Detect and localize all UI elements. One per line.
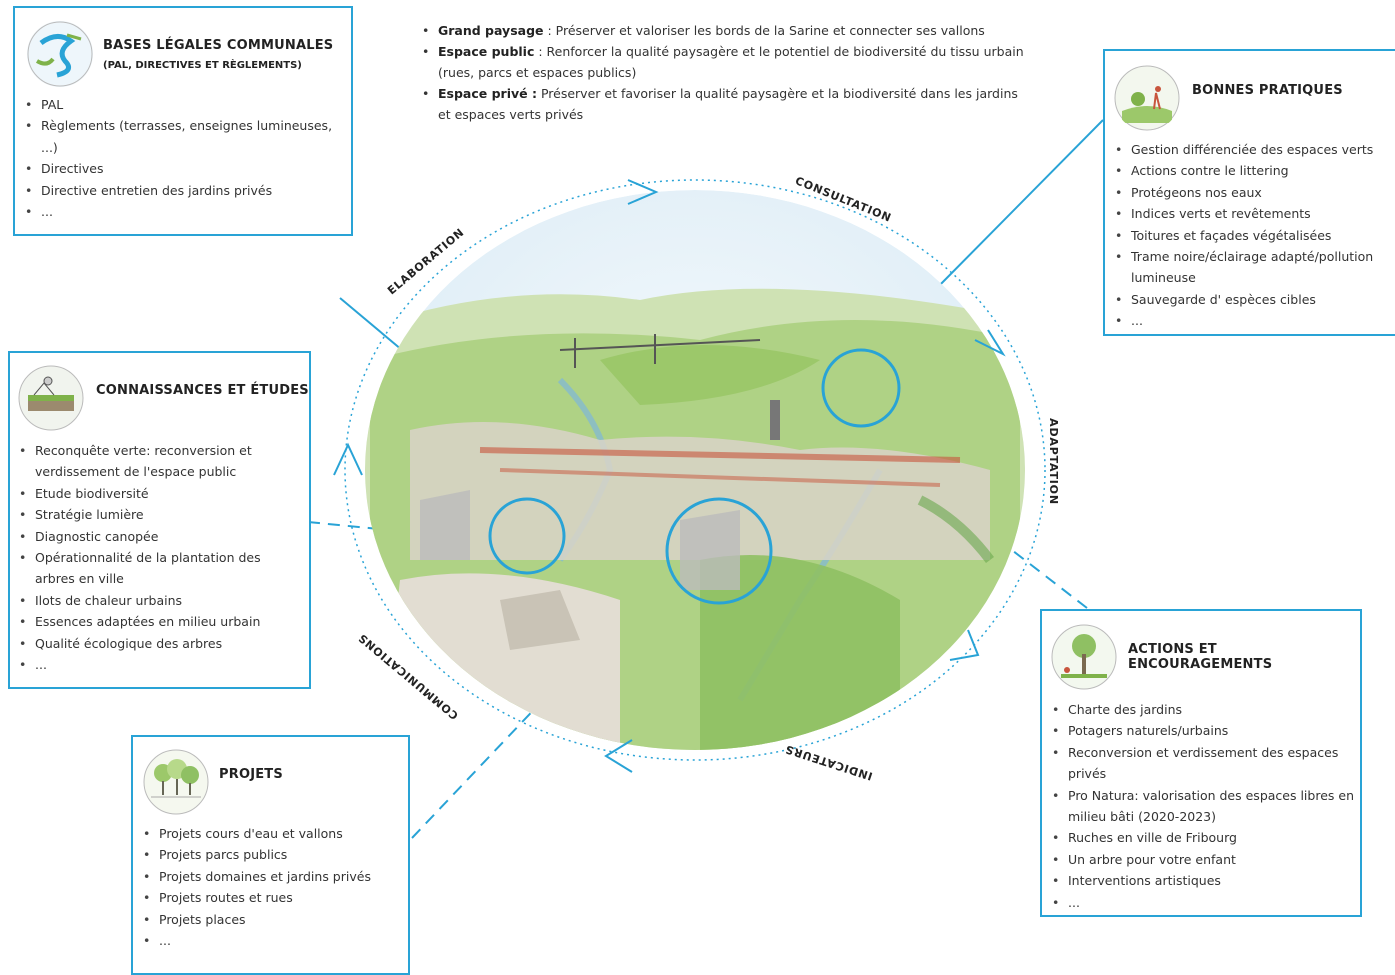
- connaissances-list: Reconquête verte: reconversion et verdis…: [17, 440, 295, 676]
- list-item: Stratégie lumière: [19, 504, 295, 526]
- connaissances-thumbnail: [18, 365, 84, 431]
- projets-thumbnail: [143, 749, 209, 815]
- connaissances-box: CONNAISSANCES ET ÉTUDES Reconquête verte…: [8, 351, 311, 689]
- list-item: Reconversion et verdissement des espaces…: [1052, 742, 1358, 785]
- actions-thumbnail: [1051, 624, 1117, 690]
- cycle-label-adaptation: ADAPTATION: [1046, 418, 1060, 505]
- highlight-circle-parc: [821, 348, 901, 428]
- bonnes-pratiques-box: BONNES PRATIQUES Gestion différenciée de…: [1103, 49, 1395, 336]
- bases-legales-subtitle: (PAL, DIRECTIVES ET RÈGLEMENTS): [103, 60, 302, 71]
- actions-title: ACTIONS ET ENCOURAGEMENTS: [1128, 642, 1273, 672]
- list-item: ...: [143, 930, 409, 952]
- actions-list: Charte des jardins Potagers naturels/urb…: [1050, 699, 1358, 913]
- bonnes-pratiques-thumbnail: [1114, 65, 1180, 131]
- city-landscape-illustration: [365, 190, 1025, 750]
- projets-list: Projets cours d'eau et vallons Projets p…: [141, 823, 409, 952]
- list-item: Projets places: [143, 909, 409, 931]
- list-item: Projets routes et rues: [143, 887, 409, 909]
- list-item: ...: [19, 654, 295, 676]
- list-item: Diagnostic canopée: [19, 526, 295, 548]
- bonnes-pratiques-list: Gestion différenciée des espaces verts A…: [1113, 139, 1395, 332]
- list-item: Trame noire/éclairage adapté/pollution l…: [1115, 246, 1395, 289]
- list-item: Charte des jardins: [1052, 699, 1358, 721]
- list-item: ...: [1052, 892, 1358, 914]
- list-item: Gestion différenciée des espaces verts: [1115, 139, 1395, 161]
- list-item: Etude biodiversité: [19, 483, 295, 505]
- list-item: Interventions artistiques: [1052, 870, 1358, 892]
- list-item: PAL: [25, 94, 341, 116]
- bases-legales-thumbnail: [27, 21, 93, 87]
- highlight-circle-espace-public: [488, 497, 566, 575]
- bases-legales-box: BASES LÉGALES COMMUNALES (PAL, DIRECTIVE…: [13, 6, 353, 236]
- objectives-list: Grand paysage : Préserver et valoriser l…: [420, 20, 1030, 125]
- bases-legales-list: PAL Règlements (terrasses, enseignes lum…: [23, 94, 341, 223]
- list-item: Règlements (terrasses, enseignes lumineu…: [25, 115, 341, 158]
- projets-title: PROJETS: [219, 767, 283, 782]
- objective-grand-paysage: Grand paysage : Préserver et valoriser l…: [420, 20, 1030, 41]
- bonnes-pratiques-title: BONNES PRATIQUES: [1192, 83, 1343, 98]
- actions-box: ACTIONS ET ENCOURAGEMENTS Charte des jar…: [1040, 609, 1362, 917]
- list-item: Ruches en ville de Fribourg: [1052, 827, 1358, 849]
- list-item: Ilots de chaleur urbains: [19, 590, 295, 612]
- list-item: Projets parcs publics: [143, 844, 409, 866]
- cycle-ring: [344, 179, 1046, 761]
- projets-box: PROJETS Projets cours d'eau et vallons P…: [131, 735, 410, 975]
- list-item: Projets domaines et jardins privés: [143, 866, 409, 888]
- list-item: Essences adaptées en milieu urbain: [19, 611, 295, 633]
- list-item: Pro Natura: valorisation des espaces lib…: [1052, 785, 1358, 828]
- list-item: ...: [25, 201, 341, 223]
- list-item: Qualité écologique des arbres: [19, 633, 295, 655]
- list-item: Sauvegarde d' espèces cibles: [1115, 289, 1395, 311]
- connaissances-title: CONNAISSANCES ET ÉTUDES: [96, 383, 309, 398]
- objective-espace-public: Espace public : Renforcer la qualité pay…: [420, 41, 1030, 83]
- cycle-arrows: [333, 179, 1006, 773]
- list-item: Directive entretien des jardins privés: [25, 180, 341, 202]
- list-item: Toitures et façades végétalisées: [1115, 225, 1395, 247]
- list-item: Opérationnalité de la plantation des arb…: [19, 547, 295, 590]
- list-item: Projets cours d'eau et vallons: [143, 823, 409, 845]
- list-item: Protégeons nos eaux: [1115, 182, 1395, 204]
- objective-espace-prive: Espace privé : Préserver et favoriser la…: [420, 83, 1030, 125]
- list-item: ...: [1115, 310, 1395, 332]
- list-item: Potagers naturels/urbains: [1052, 720, 1358, 742]
- list-item: Actions contre le littering: [1115, 160, 1395, 182]
- list-item: Directives: [25, 158, 341, 180]
- bases-legales-title: BASES LÉGALES COMMUNALES: [103, 38, 334, 53]
- highlight-circle-jardins: [665, 497, 773, 605]
- list-item: Indices verts et revêtements: [1115, 203, 1395, 225]
- list-item: Un arbre pour votre enfant: [1052, 849, 1358, 871]
- list-item: Reconquête verte: reconversion et verdis…: [19, 440, 295, 483]
